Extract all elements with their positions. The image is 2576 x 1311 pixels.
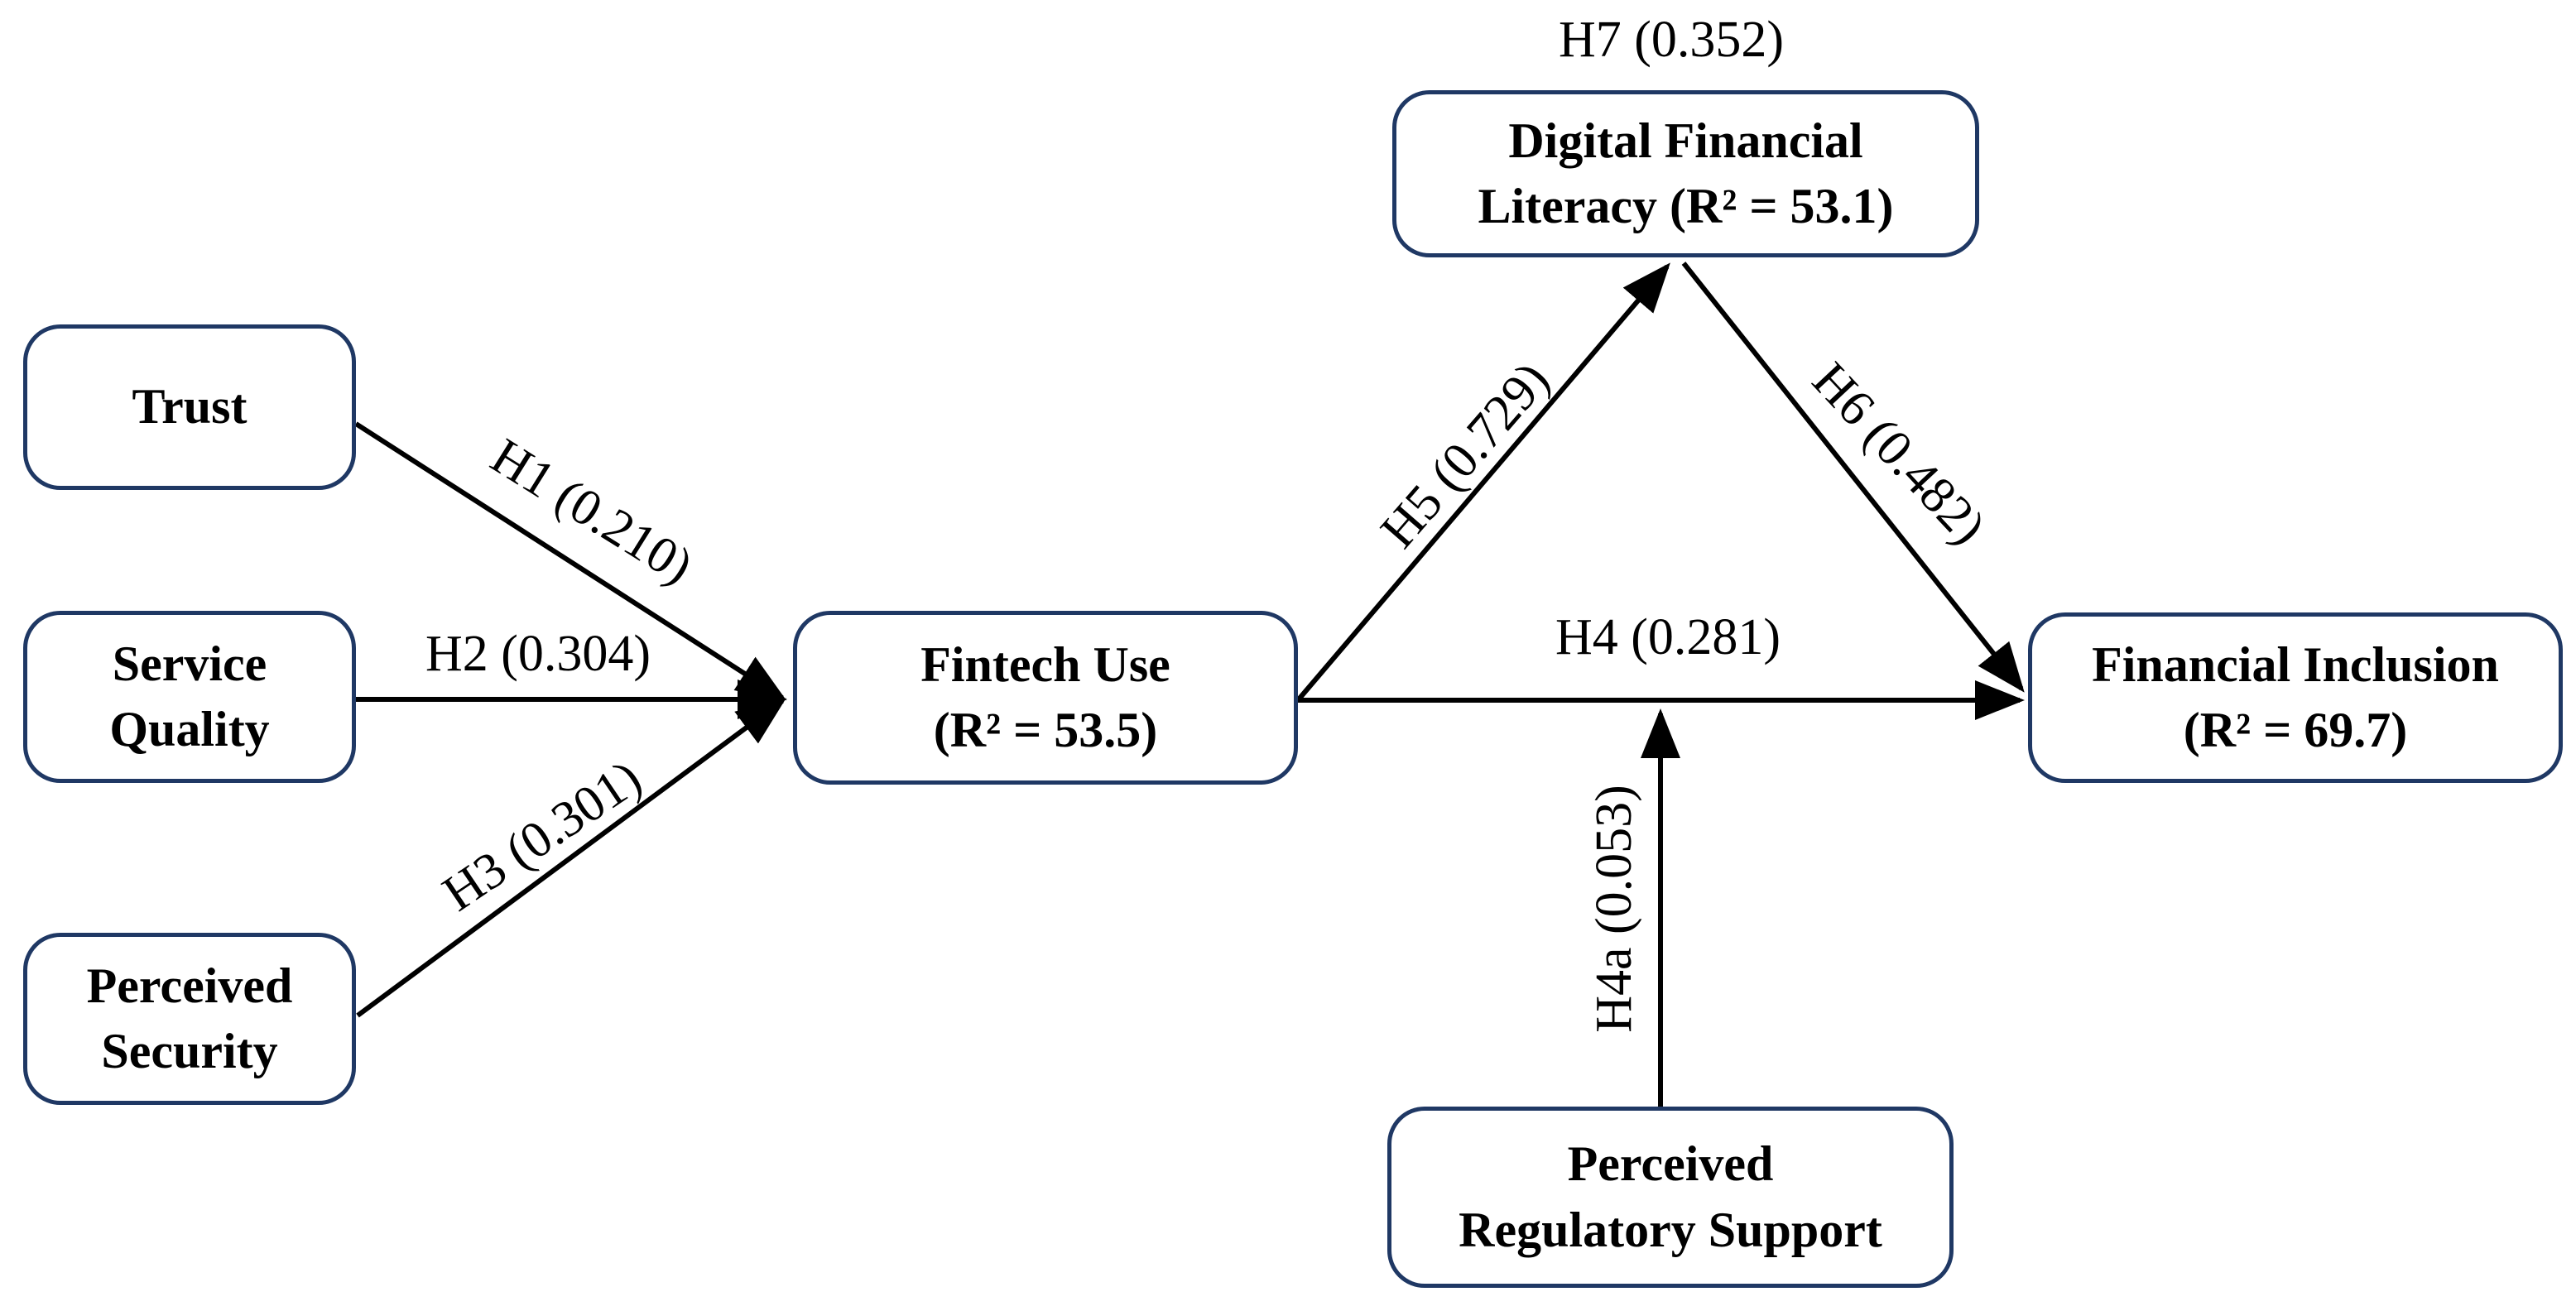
node-digital-financial-literacy: Digital Financial Literacy (R² = 53.1) [1392, 90, 1979, 257]
node-service-quality-label: Service Quality [109, 636, 270, 756]
edge-h6-arrow [1681, 262, 2025, 693]
edge-h1-arrow [354, 421, 787, 701]
node-financial-inclusion: Financial Inclusion (R² = 69.7) [2028, 612, 2563, 783]
node-perceived-regulatory-support-label: Perceived Regulatory Support [1459, 1136, 1882, 1257]
node-fintech-use-label: Fintech Use (R² = 53.5) [920, 636, 1170, 757]
node-fintech-use: Fintech Use (R² = 53.5) [793, 611, 1298, 785]
node-financial-inclusion-label: Financial Inclusion (R² = 69.7) [2092, 636, 2499, 757]
edge-label-h2: H2 (0.304) [425, 626, 651, 682]
node-digital-financial-literacy-label: Digital Financial Literacy (R² = 53.1) [1478, 113, 1894, 233]
edge-h5-arrow [1295, 262, 1670, 702]
edge-label-h4a: H4a (0.053) [1586, 785, 1642, 1033]
node-perceived-security: Perceived Security [23, 933, 356, 1105]
node-trust-label: Trust [132, 379, 248, 435]
node-perceived-security-label: Perceived Security [86, 958, 293, 1078]
edge-label-h7: H7 (0.352) [1558, 12, 1785, 68]
edge-label-h4: H4 (0.281) [1555, 609, 1781, 665]
edge-h3-arrow [356, 698, 786, 1018]
node-service-quality: Service Quality [23, 611, 356, 783]
node-perceived-regulatory-support: Perceived Regulatory Support [1387, 1107, 1954, 1288]
node-trust: Trust [23, 324, 356, 490]
